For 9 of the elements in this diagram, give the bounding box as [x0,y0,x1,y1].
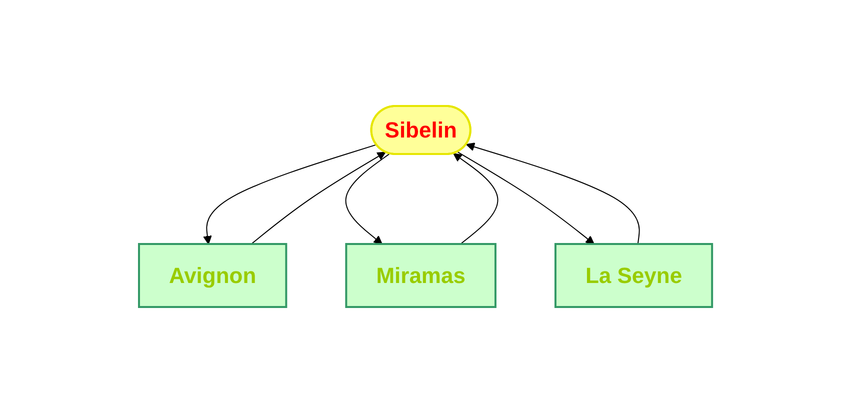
node-box: La Seyne [554,242,714,308]
arrow [345,152,390,244]
arrow [203,144,377,244]
node-box: Avignon [138,242,288,308]
arrow [457,150,594,244]
arrow [466,142,640,244]
node-box: Miramas [345,242,496,308]
arrow [453,152,498,244]
arrow [250,151,386,244]
